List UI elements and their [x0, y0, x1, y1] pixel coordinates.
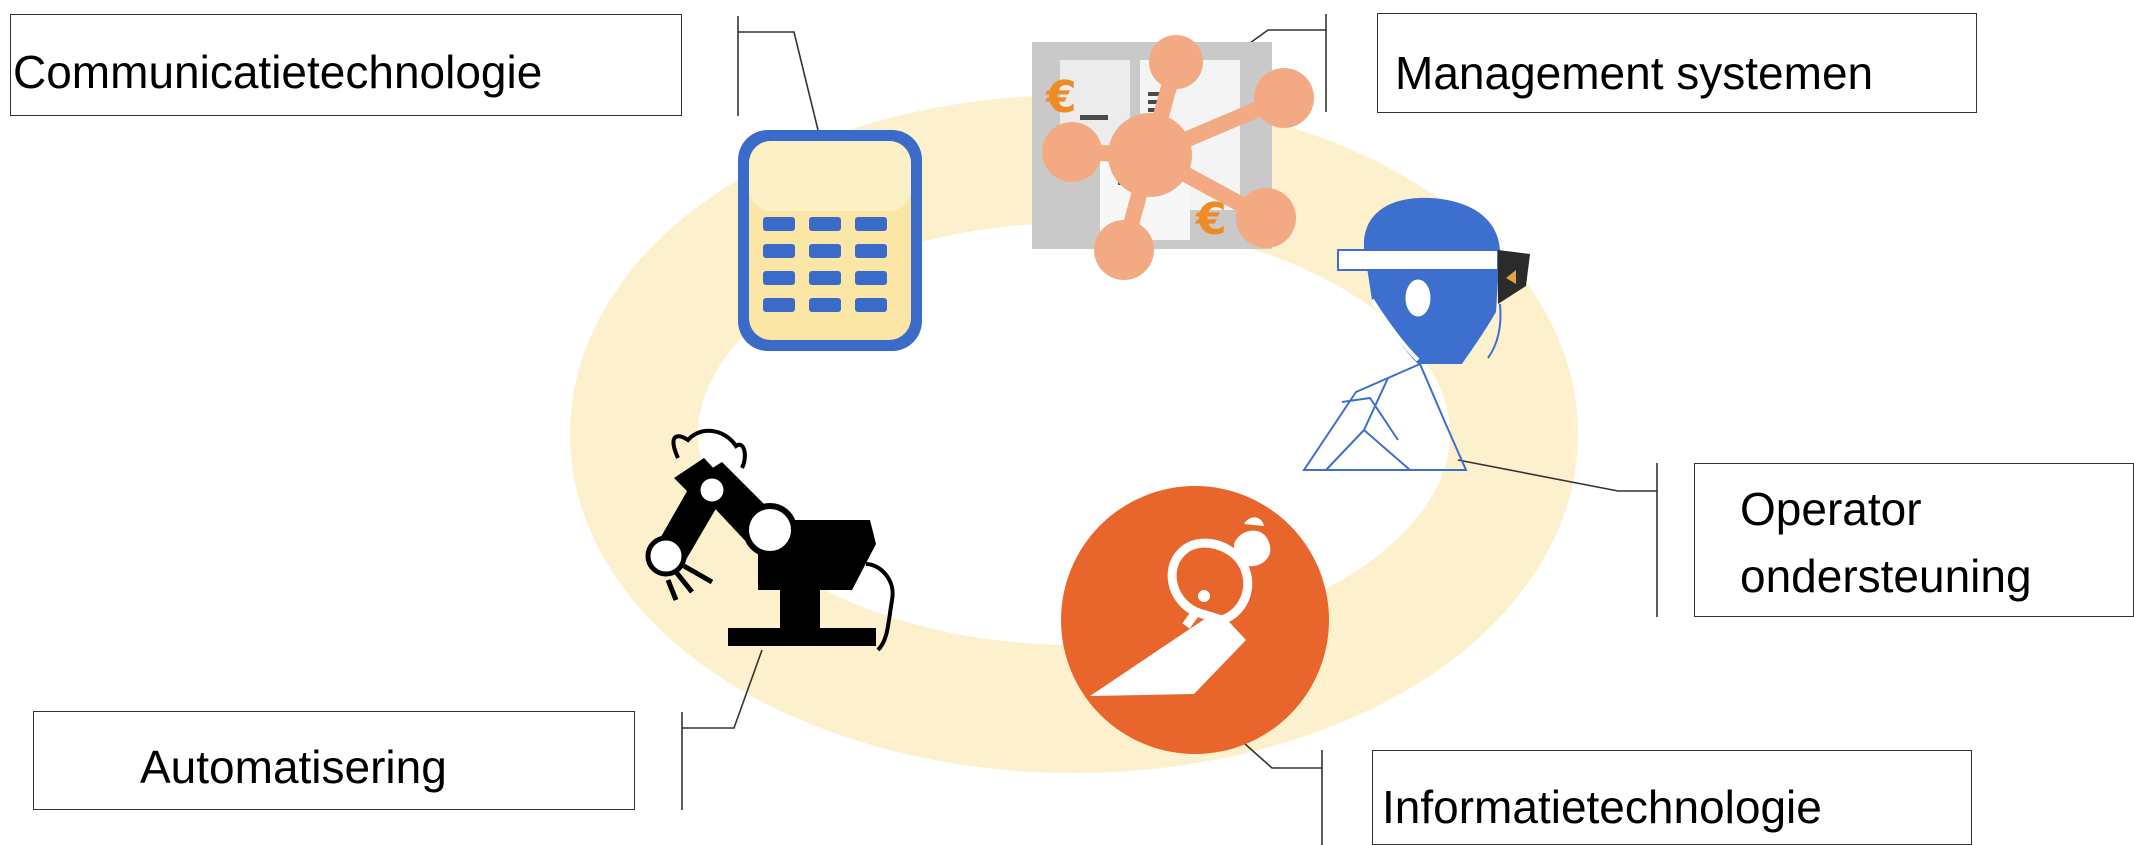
management-network-icon: € €: [1032, 35, 1314, 280]
label-operator-line2: ondersteuning: [1740, 549, 2032, 602]
label-informatietechnologie-text: Informatietechnologie: [1382, 781, 1822, 833]
euro-symbol-top: €: [1045, 72, 1077, 123]
label-management-systemen: Management systemen: [1377, 13, 1977, 113]
label-informatietechnologie: Informatietechnologie: [1372, 750, 1972, 845]
label-communicatietechnologie: Communicatietechnologie: [10, 14, 682, 116]
robot-arm-icon: [645, 428, 895, 652]
lightbulb-icon: [1061, 486, 1329, 754]
connector-automatisering: [681, 649, 763, 810]
calculator-icon: [738, 130, 922, 351]
label-communicatietechnologie-text: Communicatietechnologie: [13, 46, 543, 98]
connector-informatie: [1243, 742, 1323, 845]
connector-operator: [1457, 459, 1658, 617]
label-management-systemen-text: Management systemen: [1395, 47, 1874, 99]
label-automatisering-text: Automatisering: [140, 741, 447, 793]
connector-communicatie: [737, 16, 819, 131]
label-operator-line1: Operator: [1740, 483, 1922, 535]
label-automatisering: Automatisering: [33, 711, 635, 810]
operator-headset-icon: [1302, 197, 1530, 471]
label-operator-ondersteuning: Operator ondersteuning: [1694, 463, 2134, 617]
